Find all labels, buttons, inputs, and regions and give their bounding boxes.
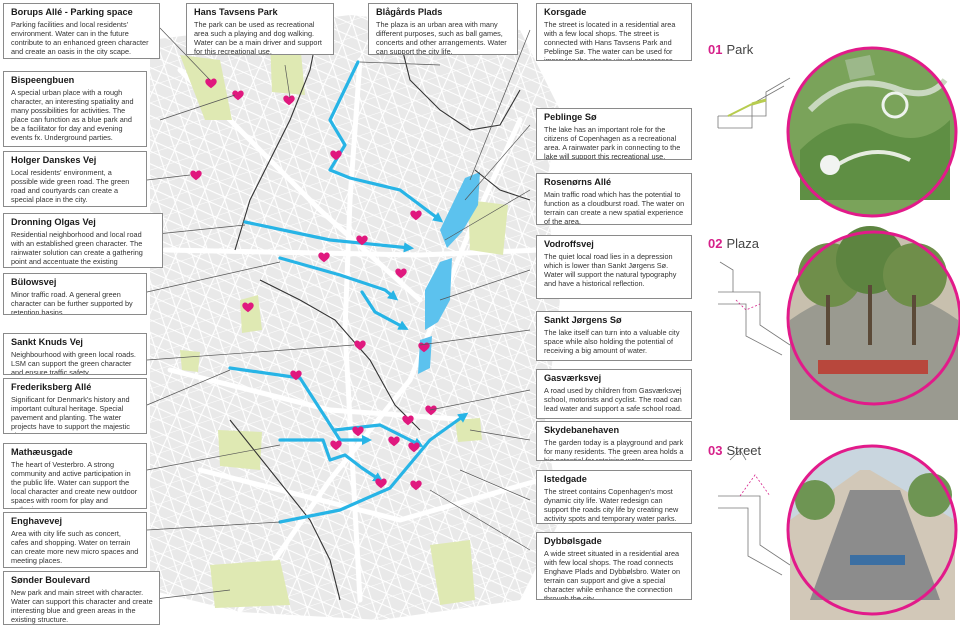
box-enghavevej: Enghavevej Area with city life such as c… xyxy=(3,512,147,568)
box-title: Frederiksberg Allé xyxy=(11,382,92,392)
box-dronning: Dronning Olgas Vej Residential neighborh… xyxy=(3,213,163,268)
peblinge-lake xyxy=(440,172,480,248)
box-text: The lake has an important role for the c… xyxy=(544,125,681,160)
box-korsgade: Korsgade The street is located in a resi… xyxy=(536,3,692,61)
box-title: Borups Allé - Parking space xyxy=(11,7,133,17)
box-dybbolsgade: Dybbølsgade A wide street situated in a … xyxy=(536,532,692,600)
sankt-jorgens-lake xyxy=(425,258,452,330)
box-hans-tavsens: Hans Tavsens Park The park can be used a… xyxy=(186,3,334,55)
leader-lines xyxy=(146,27,531,601)
box-title: Bispeengbuen xyxy=(11,75,75,85)
box-text: Significant for Denmark's history and im… xyxy=(11,395,130,433)
box-skydebanehaven: Skydebanehaven The garden today is a pla… xyxy=(536,421,692,461)
route-bulowsvej xyxy=(278,256,399,301)
box-text: Residential neighborhood and local road … xyxy=(11,230,143,267)
box-text: The park can be used as recreational are… xyxy=(194,20,322,55)
box-gasvaerksvej: Gasværksvej A road used by children from… xyxy=(536,369,692,419)
section-name: Street xyxy=(726,443,762,458)
route-gasvaerksvej xyxy=(333,423,424,447)
route-blagards xyxy=(328,60,444,223)
box-sankt-jorgens: Sankt Jørgens Sø The lake itself can tur… xyxy=(536,311,692,361)
plaza-photo xyxy=(786,226,960,420)
box-blagards: Blågårds Plads The plaza is an urban are… xyxy=(368,3,518,55)
box-text: Local residents' environment, a possible… xyxy=(11,168,130,205)
box-bispeengbuen: Bispeengbuen A special urban place with … xyxy=(3,71,147,147)
box-title: Bülowsvej xyxy=(11,277,57,287)
box-title: Sønder Boulevard xyxy=(11,575,91,585)
box-text: New park and main street with character.… xyxy=(11,588,153,625)
box-title: Dybbølsgade xyxy=(544,536,602,546)
box-text: The street is located in a residential a… xyxy=(544,20,676,61)
box-title: Skydebanehaven xyxy=(544,425,620,435)
box-text: The quiet local road lies in a depressio… xyxy=(544,252,677,289)
box-text: The lake itself can turn into a valuable… xyxy=(544,328,680,356)
cross-section-plaza xyxy=(718,261,791,356)
route-rosenorns xyxy=(243,220,415,253)
box-title: Gasværksvej xyxy=(544,373,602,383)
box-holger: Holger Danskes Vej Local residents' envi… xyxy=(3,151,147,207)
box-text: Minor traffic road. A general green char… xyxy=(11,290,133,315)
route-frederiksberg xyxy=(228,366,373,446)
box-text: Main traffic road which has the potentia… xyxy=(544,190,685,225)
water-routes xyxy=(228,60,469,524)
box-text: The garden today is a playground and par… xyxy=(544,438,684,461)
box-frederiksberg: Frederiksberg Allé Significant for Denma… xyxy=(3,378,147,434)
box-text: Area with city life such as concert, caf… xyxy=(11,529,139,566)
section-name: Park xyxy=(726,42,754,57)
section-number: 02 xyxy=(708,236,723,251)
box-bulowsvej: Bülowsvej Minor traffic road. A general … xyxy=(3,273,147,315)
park-photo xyxy=(786,46,958,218)
box-borups: Borups Allé - Parking space Parking faci… xyxy=(3,3,160,59)
box-title: Blågårds Plads xyxy=(376,7,443,17)
box-text: A special urban place with a rough chara… xyxy=(11,88,134,143)
box-peblinge: Peblinge Sø The lake has an important ro… xyxy=(536,108,692,160)
box-text: Neighbourhood with green local roads. LS… xyxy=(11,350,136,375)
box-text: The plaza is an urban area with many dif… xyxy=(376,20,507,55)
box-text: Parking facilities and local residents' … xyxy=(11,20,149,57)
box-title: Istedgade xyxy=(544,474,587,484)
box-title: Rosenørns Allé xyxy=(544,177,612,187)
section-number: 01 xyxy=(708,42,723,57)
route-dybbolsgade xyxy=(278,412,469,524)
box-sonder: Sønder Boulevard New park and main stree… xyxy=(3,571,160,625)
box-title: Dronning Olgas Vej xyxy=(11,217,96,227)
box-istedgade: Istedgade The street contains Copenhagen… xyxy=(536,470,692,524)
box-text: A road used by children from Gasværksvej… xyxy=(544,386,682,414)
box-text: The heart of Vesterbro. A strong communi… xyxy=(11,460,138,508)
box-title: Sankt Knuds Vej xyxy=(11,337,83,347)
box-text: A wide street situated in a residential … xyxy=(544,549,681,600)
box-text: The street contains Copenhagen's most dy… xyxy=(544,487,679,524)
section-name: Plaza xyxy=(726,236,759,251)
box-title: Enghavevej xyxy=(11,516,63,526)
box-title: Sankt Jørgens Sø xyxy=(544,315,622,325)
box-vodroffsvej: Vodroffsvej The quiet local road lies in… xyxy=(536,235,692,299)
box-rosenorns: Rosenørns Allé Main traffic road which h… xyxy=(536,173,692,225)
cross-section-street xyxy=(718,449,791,576)
route-vodroffsvej xyxy=(360,290,409,330)
box-title: Hans Tavsens Park xyxy=(194,7,278,17)
section-number: 03 xyxy=(708,443,723,458)
street-photo xyxy=(786,444,958,620)
route-istedgade xyxy=(278,438,384,483)
box-title: Peblinge Sø xyxy=(544,112,597,122)
cross-section-park xyxy=(717,77,791,129)
box-title: Mathæusgade xyxy=(11,447,73,457)
box-title: Vodroffsvej xyxy=(544,239,594,249)
box-sankt-knuds: Sankt Knuds Vej Neighbourhood with green… xyxy=(3,333,147,375)
box-title: Holger Danskes Vej xyxy=(11,155,97,165)
box-title: Korsgade xyxy=(544,7,587,17)
box-mathaeusgade: Mathæusgade The heart of Vesterbro. A st… xyxy=(3,443,147,509)
